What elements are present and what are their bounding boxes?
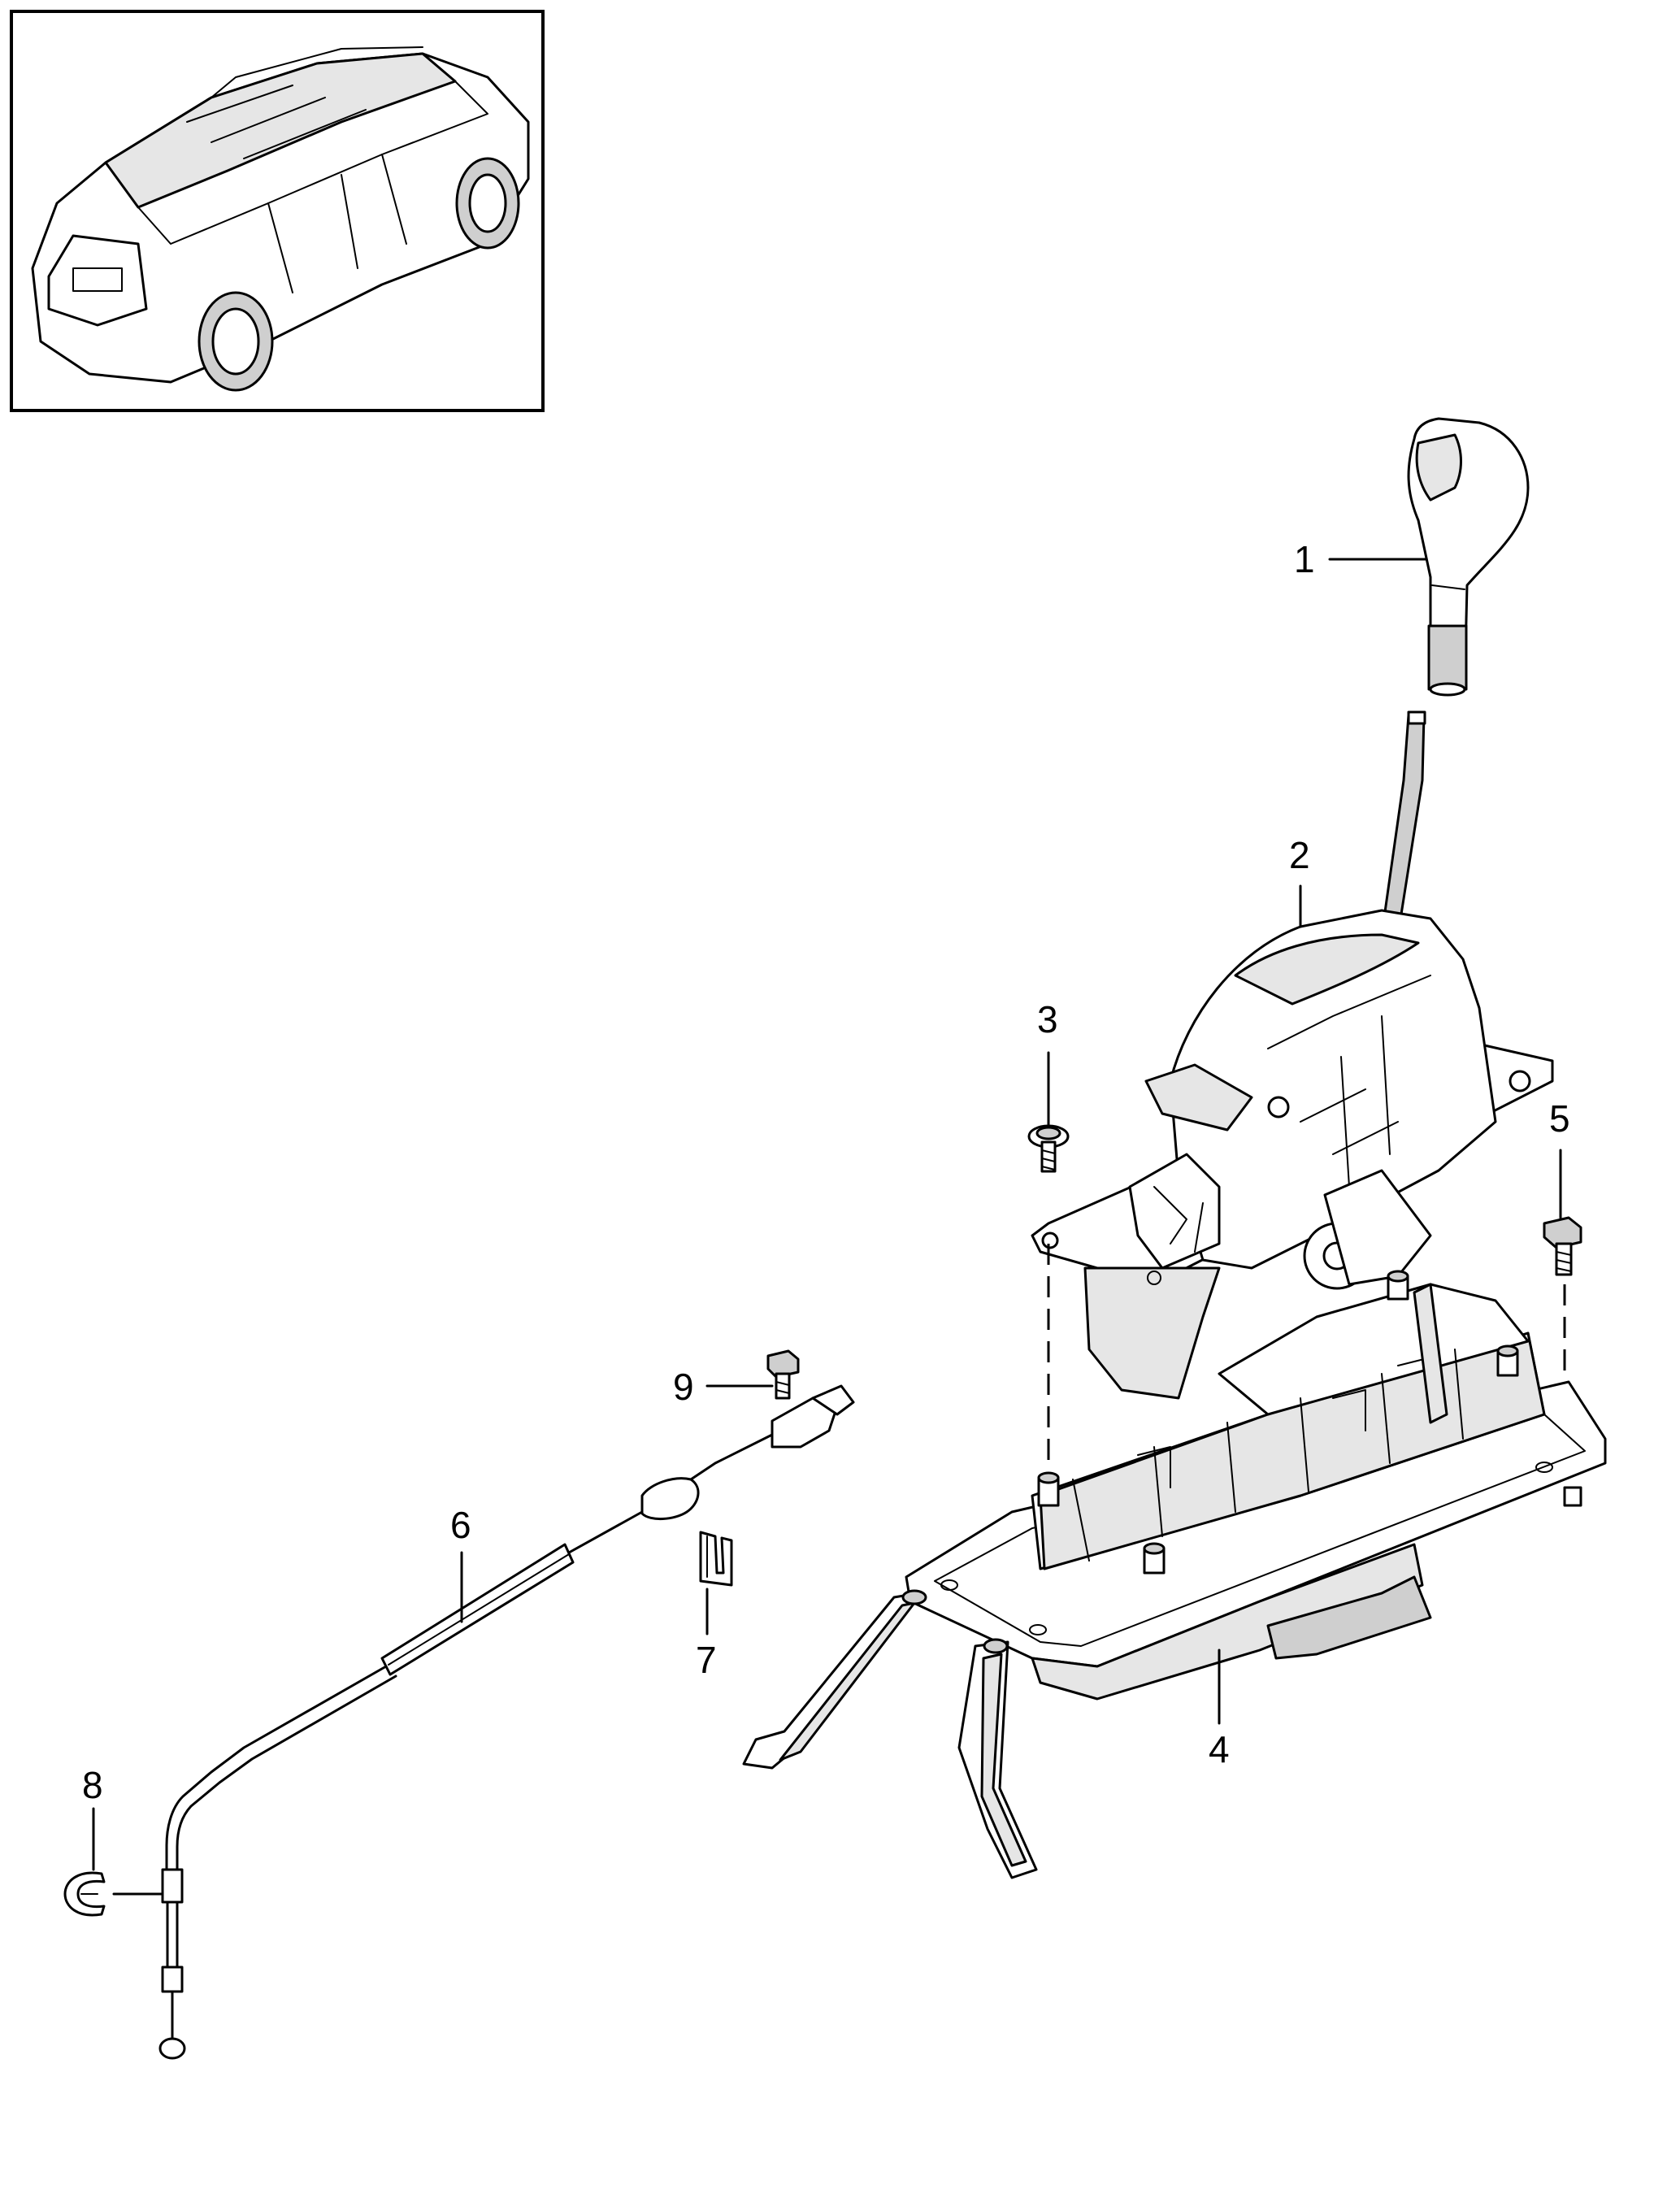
callout-4: 4 xyxy=(1209,1728,1230,1770)
part-4-bracket xyxy=(742,1270,1607,1879)
part-6-selector-cable xyxy=(158,1384,855,2060)
part-8-retaining-clip xyxy=(63,1871,106,1917)
callout-3: 3 xyxy=(1037,998,1058,1040)
part-3-screw xyxy=(1027,1124,1070,1173)
part-9-screw xyxy=(766,1349,800,1400)
callout-1: 1 xyxy=(1294,538,1315,580)
callout-2: 2 xyxy=(1289,834,1310,876)
callout-7: 7 xyxy=(696,1639,717,1681)
car-illustration xyxy=(31,46,530,392)
leader-lines xyxy=(92,558,1562,1896)
part-1-gear-knob xyxy=(1407,417,1530,697)
vehicle-thumbnail xyxy=(10,10,545,412)
callout-6: 6 xyxy=(450,1504,471,1546)
callout-5: 5 xyxy=(1549,1097,1570,1140)
callout-9: 9 xyxy=(673,1366,694,1408)
callouts: 1 2 3 4 5 6 7 8 9 xyxy=(82,538,1570,1806)
part-7-clip xyxy=(699,1531,733,1587)
part-5-bolt xyxy=(1543,1216,1582,1276)
part-2-selector-mechanism xyxy=(1031,710,1554,1400)
callout-8: 8 xyxy=(82,1764,103,1806)
